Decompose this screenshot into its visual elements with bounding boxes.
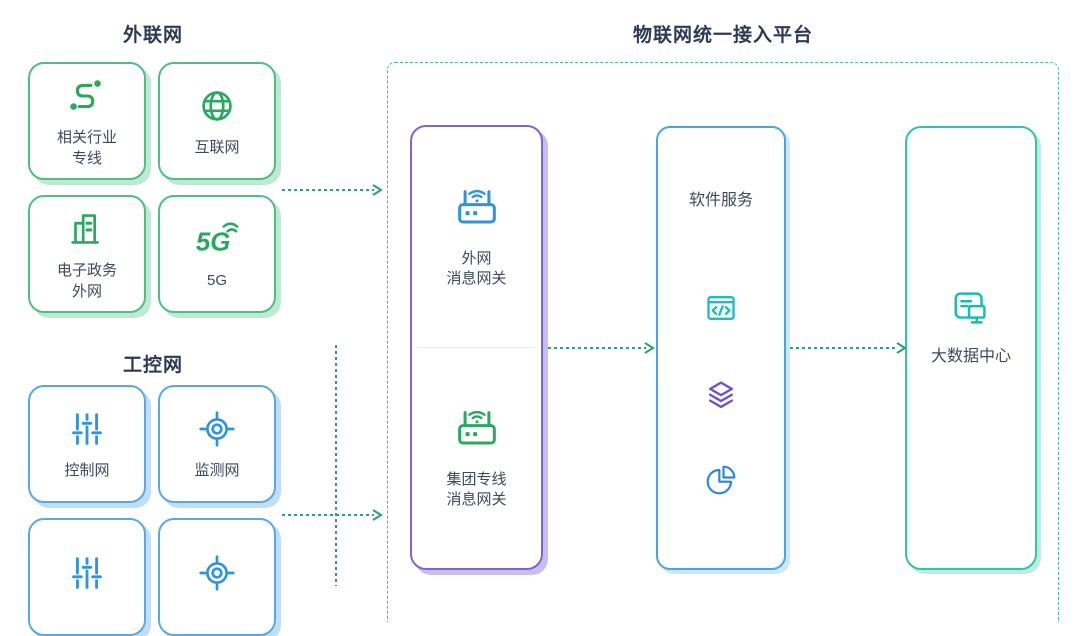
sliders-icon [64,406,110,452]
network-architecture-diagram: 外联网 工控网 物联网统一接入平台 相关行业 专线 互联网 [28,25,1059,636]
gateway-label: 外网 消息网关 [446,249,507,287]
arrowhead-icon [895,341,907,355]
arrowhead-icon [371,508,383,522]
target-icon [194,550,240,596]
sliders-icon [64,550,110,596]
iot-platform-container [387,62,1059,622]
node-label: 互联网 [194,139,240,157]
node-control-net: 控制网 [28,385,146,503]
node-monitor-net: 监测网 [158,385,276,503]
external-gateway-section: 外网 消息网关 [412,127,541,347]
route-icon [64,73,110,119]
layers-icon [701,376,741,416]
node-industry-line: 相关行业 专线 [28,62,146,180]
platform-title: 物联网统一接入平台 [632,25,813,46]
router-icon-green [451,406,503,454]
node-5g: 5G 5G [158,195,276,313]
big-data-center-box: 大数据中心 [905,126,1037,570]
arrowhead-icon [371,183,383,197]
node-internet: 互联网 [158,62,276,180]
node-label: 电子政务 外网 [56,262,117,300]
software-services-title: 软件服务 [688,192,753,209]
data-center-icon [948,286,994,330]
industrial-trunk-line [335,345,337,586]
arrow-software-to-datacenter [790,342,907,354]
node-label: 监测网 [194,462,240,480]
router-icon-blue [451,185,503,233]
node-label: 控制网 [64,462,110,480]
arrow-gateway-to-software [548,342,655,354]
globe-icon [194,83,240,129]
arrow-extranet-to-platform [282,184,383,196]
big-data-center-label: 大数据中心 [930,348,1011,365]
software-services-box: 软件服务 [656,126,786,570]
message-gateway-box: 外网 消息网关 集团专线 消息网关 [410,125,543,570]
gateway-divider [418,347,535,348]
group-line-gateway-section: 集团专线 消息网关 [412,348,541,568]
pie-chart-icon [701,460,741,500]
svg-text:5G: 5G [196,229,231,257]
node-label: 相关行业 专线 [56,129,117,167]
government-building-icon [64,206,110,252]
industrial-group-title: 工控网 [122,355,183,376]
code-window-icon [701,288,741,328]
extranet-group-title: 外联网 [122,25,183,46]
node-control-net-2 [28,518,146,636]
target-icon [194,406,240,452]
node-monitor-net-2 [158,518,276,636]
arrowhead-icon [643,341,655,355]
arrow-industrial-to-platform [282,509,383,521]
node-egov-extranet: 电子政务 外网 [28,195,146,313]
gateway-label: 集团专线 消息网关 [446,470,507,508]
5g-icon: 5G [191,216,243,262]
node-label: 5G [206,272,227,290]
